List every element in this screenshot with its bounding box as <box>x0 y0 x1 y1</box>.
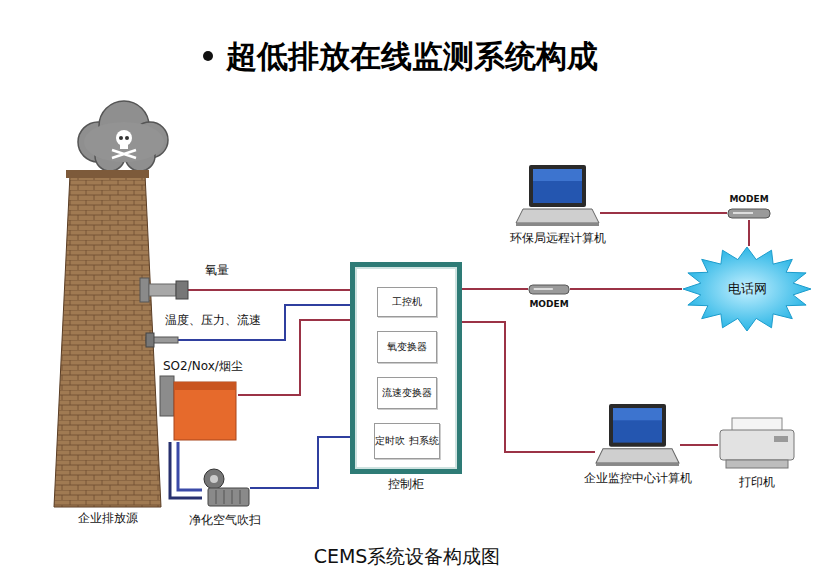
signal-line <box>600 212 727 214</box>
purge-tubes <box>170 442 202 498</box>
flow-probe-icon <box>146 330 178 350</box>
printer-panel <box>774 436 788 442</box>
sensor-cap <box>176 281 188 299</box>
title-bullet <box>203 51 213 61</box>
laptop-screen <box>533 169 582 203</box>
network-cloud: 电话网 <box>682 246 812 332</box>
device-label: 温度、压力、流速 <box>165 313 261 327</box>
signal-line <box>462 322 595 452</box>
laptop-edge <box>516 223 599 226</box>
control-cabinet: 控制柜工控机氧变换器流速变换器定时吹 扫系统 <box>350 262 462 474</box>
printer-body <box>720 430 794 460</box>
module-box: 定时吹 扫系统 <box>374 423 440 459</box>
gas-analyzer: SO2/Nox/烟尘 <box>160 376 238 442</box>
remote-computer: 环保局远程计算机 <box>515 163 600 228</box>
laptop-base <box>596 449 679 463</box>
box-text: 流速变换器 <box>382 387 432 399</box>
laptop-screen-glare <box>613 408 662 420</box>
module-box: 流速变换器 <box>377 377 437 409</box>
module-box: 工控机 <box>377 287 437 317</box>
diagram-caption: CEMS系统设备构成图 <box>207 544 607 570</box>
device-label: MODEM <box>529 299 568 310</box>
purge-body <box>208 488 249 506</box>
modem: MODEM <box>727 207 771 220</box>
modem-strip <box>733 212 753 214</box>
monitor-computer: 企业监控中心计算机 <box>595 402 680 468</box>
modem-icon <box>528 283 570 296</box>
modem-icon <box>727 207 771 220</box>
signal-line <box>238 320 350 395</box>
box-text: 工控机 <box>392 296 422 308</box>
cloud-outline <box>683 247 811 331</box>
monitor-computer-icon <box>595 402 680 468</box>
device-label: SO2/Nox/烟尘 <box>163 359 243 373</box>
signal-line <box>570 288 682 290</box>
box-text: 定时吹 扫系统 <box>375 435 438 447</box>
device-label: 控制柜 <box>388 477 424 491</box>
gas-analyzer-icon <box>160 376 238 442</box>
skull-head <box>116 130 132 146</box>
modem-body <box>529 285 569 294</box>
connector-layer <box>178 213 749 488</box>
analyzer-flange <box>160 376 174 416</box>
diagram-title: 超低排放在线监测系统构成 <box>226 36 598 78</box>
signal-line <box>680 444 718 446</box>
device-label: 企业监控中心计算机 <box>584 471 692 485</box>
modem-body <box>728 209 770 218</box>
signal-line <box>188 289 350 291</box>
analyzer-box <box>174 382 236 440</box>
purge-unit: 净化空气吹扫 <box>200 466 250 510</box>
remote-computer-icon <box>515 163 600 228</box>
laptop-screen <box>613 408 662 443</box>
device-label: 氧量 <box>205 263 229 277</box>
device-label: 企业排放源 <box>78 511 138 525</box>
skull-eye <box>125 136 129 140</box>
oxygen-sensor: 氧量 <box>140 278 188 302</box>
skull-bones <box>112 150 136 158</box>
laptop-lid <box>609 404 666 447</box>
laptop-lid <box>529 165 586 207</box>
purge-ribs <box>216 490 240 504</box>
skull-eye <box>119 136 123 140</box>
sensor-body <box>149 284 176 296</box>
signal-line <box>748 220 750 246</box>
probe-head <box>146 333 154 347</box>
analyzer-top <box>174 382 236 390</box>
chimney-body <box>54 174 161 507</box>
laptop-edge <box>596 463 679 466</box>
signal-line <box>462 288 528 290</box>
smoke-cloud <box>78 101 168 171</box>
oxygen-sensor-icon <box>140 278 188 302</box>
signal-line <box>250 437 350 488</box>
flow-probe: 温度、压力、流速 <box>146 330 178 350</box>
purge-hub <box>210 475 218 483</box>
printer: 打印机 <box>718 416 796 472</box>
modem: MODEM <box>528 283 570 296</box>
device-label: 环保局远程计算机 <box>510 231 606 245</box>
device-label: MODEM <box>729 194 768 205</box>
modem-strip <box>534 288 553 290</box>
purge-unit-icon <box>200 466 250 510</box>
purge-disk <box>204 469 224 489</box>
chimney-rim <box>66 170 149 178</box>
sensor-flange <box>140 278 149 302</box>
printer-tray <box>726 460 788 468</box>
purge-tube <box>178 442 202 490</box>
box-text: 电话网 <box>728 281 767 297</box>
printer-icon <box>718 416 796 472</box>
device-label: 净化空气吹扫 <box>189 513 261 527</box>
box-text: 氧变换器 <box>387 341 427 353</box>
skull-jaw <box>120 144 128 149</box>
smoke-core <box>84 122 164 162</box>
module-box: 氧变换器 <box>377 331 437 363</box>
device-label: 打印机 <box>739 475 775 489</box>
purge-tube <box>170 442 202 498</box>
laptop-base <box>516 209 599 223</box>
laptop-screen-glare <box>533 169 582 181</box>
